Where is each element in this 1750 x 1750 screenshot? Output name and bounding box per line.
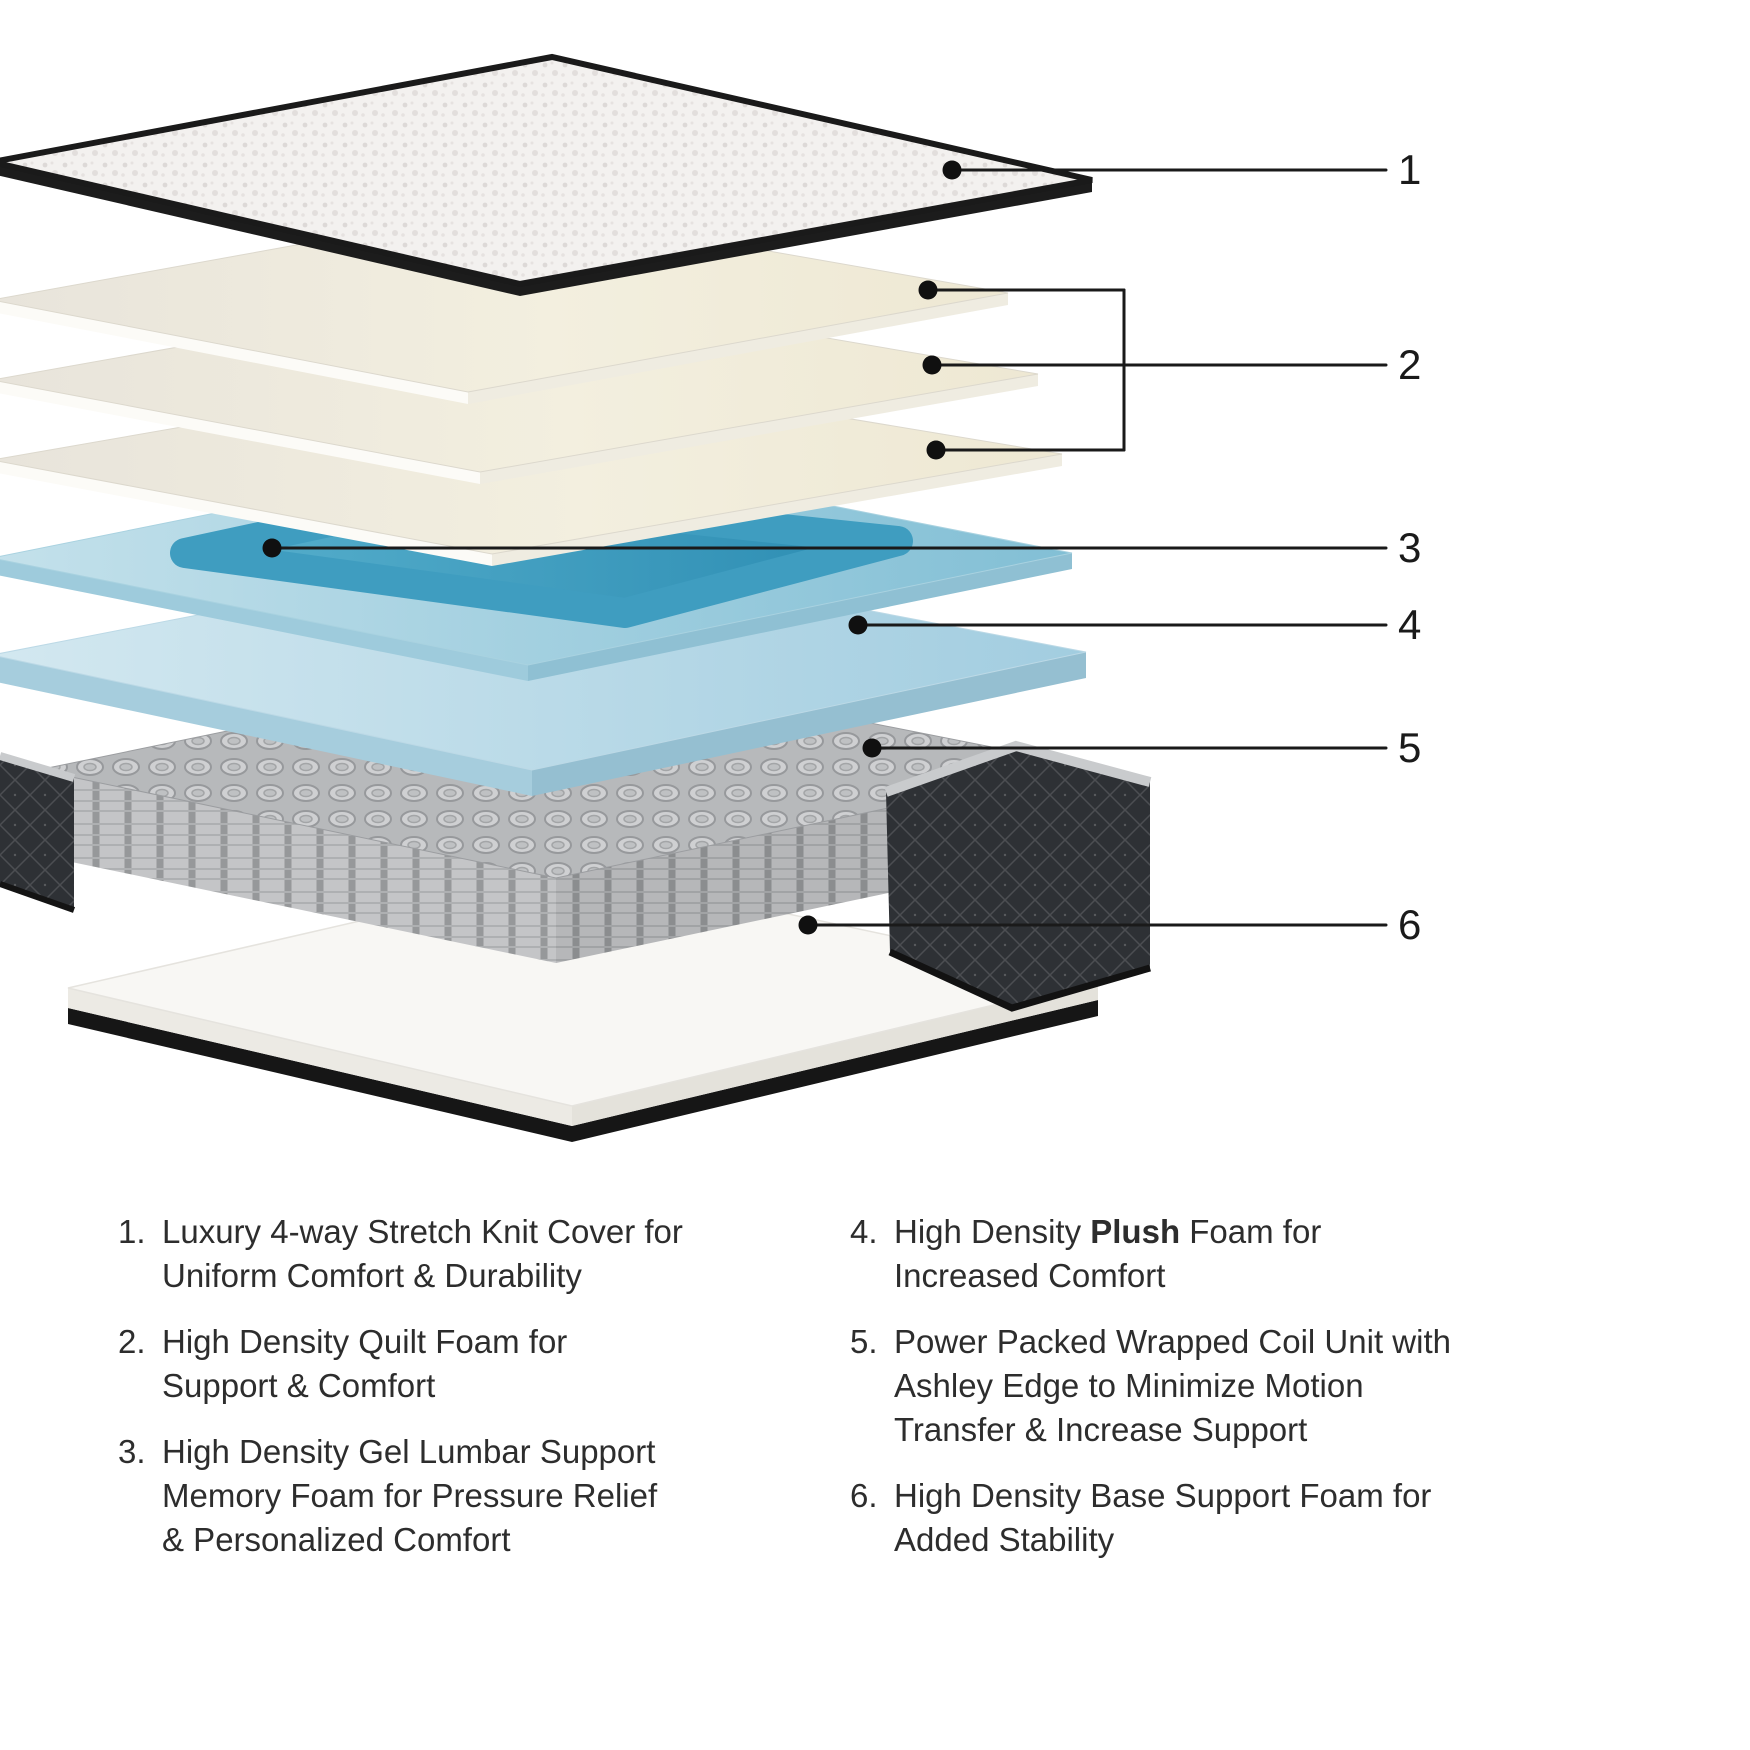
callout-5: 5 bbox=[862, 724, 1421, 771]
legend-item-2: 2. High Density Quilt Foam for Support &… bbox=[118, 1320, 683, 1408]
board-black-band-right bbox=[572, 1000, 1098, 1142]
legend-item-3-line-3: & Personalized Comfort bbox=[162, 1521, 511, 1558]
callout-4-dot bbox=[848, 615, 868, 635]
legend-item-2-line-1: High Density Quilt Foam for bbox=[162, 1323, 568, 1360]
callout-3-number: 3 bbox=[1398, 524, 1421, 571]
callout-1-dot bbox=[942, 160, 962, 180]
legend-item-4-text: High Density Plush Foam for Increased Co… bbox=[894, 1210, 1321, 1298]
callout-2-dot-b bbox=[922, 355, 942, 375]
legend-item-6-text: High Density Base Support Foam for Added… bbox=[894, 1474, 1431, 1562]
legend-item-6-line-2: Added Stability bbox=[894, 1521, 1115, 1558]
right-wedge-bottom-edge bbox=[888, 948, 1151, 1012]
board-side-right bbox=[572, 980, 1098, 1126]
legend-item-1: 1. Luxury 4-way Stretch Knit Cover for U… bbox=[118, 1210, 683, 1298]
left-edge-fabric bbox=[0, 752, 76, 913]
legend-left-column: 1. Luxury 4-way Stretch Knit Cover for U… bbox=[118, 1210, 683, 1584]
legend-item-2-text: High Density Quilt Foam for Support & Co… bbox=[162, 1320, 567, 1408]
callout-2-dot-a bbox=[918, 280, 938, 300]
legend-item-5-line-1: Power Packed Wrapped Coil Unit with bbox=[894, 1323, 1451, 1360]
plush-side-right bbox=[532, 652, 1086, 796]
left-wedge-quilt bbox=[0, 756, 74, 910]
legend-item-4-line-1-bold: Plush bbox=[1090, 1213, 1181, 1250]
legend-item-4-line-1-post: Foam for bbox=[1180, 1213, 1322, 1250]
callout-2: 2 bbox=[918, 280, 1421, 460]
legend-item-5: 5. Power Packed Wrapped Coil Unit with A… bbox=[850, 1320, 1451, 1452]
mattress-exploded-diagram: 1 2 3 4 5 bbox=[0, 53, 1421, 1142]
legend-item-3-number: 3. bbox=[118, 1433, 146, 1470]
callout-4-number: 4 bbox=[1398, 601, 1421, 648]
right-wedge-trim bbox=[884, 740, 1152, 797]
plush-side-left bbox=[0, 656, 532, 796]
gel-side-left bbox=[0, 559, 528, 681]
base-edge-fabric bbox=[0, 740, 1152, 1012]
legend-item-2-number: 2. bbox=[118, 1323, 146, 1360]
legend-item-6: 6. High Density Base Support Foam for Ad… bbox=[850, 1474, 1451, 1562]
legend-item-4-line-1: High Density Plush Foam for bbox=[894, 1210, 1321, 1254]
legend-item-1-text: Luxury 4-way Stretch Knit Cover for Unif… bbox=[162, 1210, 683, 1298]
callout-1-number: 1 bbox=[1398, 146, 1421, 193]
legend-item-6-line-1: High Density Base Support Foam for bbox=[894, 1477, 1432, 1514]
legend-item-5-line-2: Ashley Edge to Minimize Motion bbox=[894, 1367, 1364, 1404]
cover-layer bbox=[0, 53, 1093, 296]
legend-item-1-line-2: Uniform Comfort & Durability bbox=[162, 1257, 582, 1294]
left-wedge-bottom-edge bbox=[0, 881, 75, 913]
legend-item-1-number: 1. bbox=[118, 1213, 146, 1250]
callout-6-dot bbox=[798, 915, 818, 935]
callout-1: 1 bbox=[942, 146, 1421, 193]
legend-item-3-line-1: High Density Gel Lumbar Support bbox=[162, 1433, 656, 1470]
coil-front-left-face bbox=[38, 770, 556, 963]
callout-6: 6 bbox=[798, 901, 1421, 948]
callouts: 1 2 3 4 5 bbox=[262, 146, 1421, 948]
callout-4: 4 bbox=[848, 601, 1421, 648]
legend-item-5-number: 5. bbox=[850, 1323, 878, 1360]
callout-3: 3 bbox=[262, 524, 1421, 571]
legend-item-4-line-1-pre: High Density bbox=[894, 1213, 1091, 1250]
legend-item-1-line-1: Luxury 4-way Stretch Knit Cover for bbox=[162, 1213, 683, 1250]
quilt1-side-left bbox=[0, 301, 468, 404]
board-side-left bbox=[68, 988, 572, 1126]
legend-item-3: 3. High Density Gel Lumbar Support Memor… bbox=[118, 1430, 683, 1562]
callout-2-dot-c bbox=[926, 440, 946, 460]
callout-5-number: 5 bbox=[1398, 724, 1421, 771]
legend-right-column: 4. High Density Plush Foam for Increased… bbox=[850, 1210, 1451, 1584]
legend-item-5-line-3: Transfer & Increase Support bbox=[894, 1411, 1308, 1448]
callout-5-dot bbox=[862, 738, 882, 758]
legend-item-4: 4. High Density Plush Foam for Increased… bbox=[850, 1210, 1451, 1298]
callout-3-dot bbox=[262, 538, 282, 558]
diagram-svg: 1 2 3 4 5 bbox=[0, 53, 1421, 1142]
gel-side-right bbox=[528, 553, 1072, 681]
right-edge-fabric bbox=[884, 740, 1152, 1012]
quilt2-side-left bbox=[0, 381, 480, 484]
quilt2-side-right bbox=[480, 374, 1038, 484]
legend-item-2-line-2: Support & Comfort bbox=[162, 1367, 436, 1404]
legend-item-3-line-2: Memory Foam for Pressure Relief bbox=[162, 1477, 658, 1514]
callout-6-number: 6 bbox=[1398, 901, 1421, 948]
callout-2-number: 2 bbox=[1398, 341, 1421, 388]
legend-item-5-text: Power Packed Wrapped Coil Unit with Ashl… bbox=[894, 1320, 1451, 1452]
board-black-band-left bbox=[68, 1008, 572, 1142]
quilt3-side-left bbox=[0, 461, 492, 566]
left-wedge-trim bbox=[0, 752, 76, 782]
quilt3-side-right bbox=[492, 454, 1062, 566]
legend-item-4-number: 4. bbox=[850, 1213, 878, 1250]
cover-top-face bbox=[0, 53, 1093, 288]
base-foam-board bbox=[67, 869, 1099, 1142]
quilt1-side-right bbox=[468, 293, 1008, 404]
legend-item-3-text: High Density Gel Lumbar Support Memory F… bbox=[162, 1430, 657, 1562]
legend-item-4-line-2: Increased Comfort bbox=[894, 1257, 1166, 1294]
right-wedge-quilt bbox=[886, 746, 1150, 1008]
legend-item-6-number: 6. bbox=[850, 1477, 878, 1514]
